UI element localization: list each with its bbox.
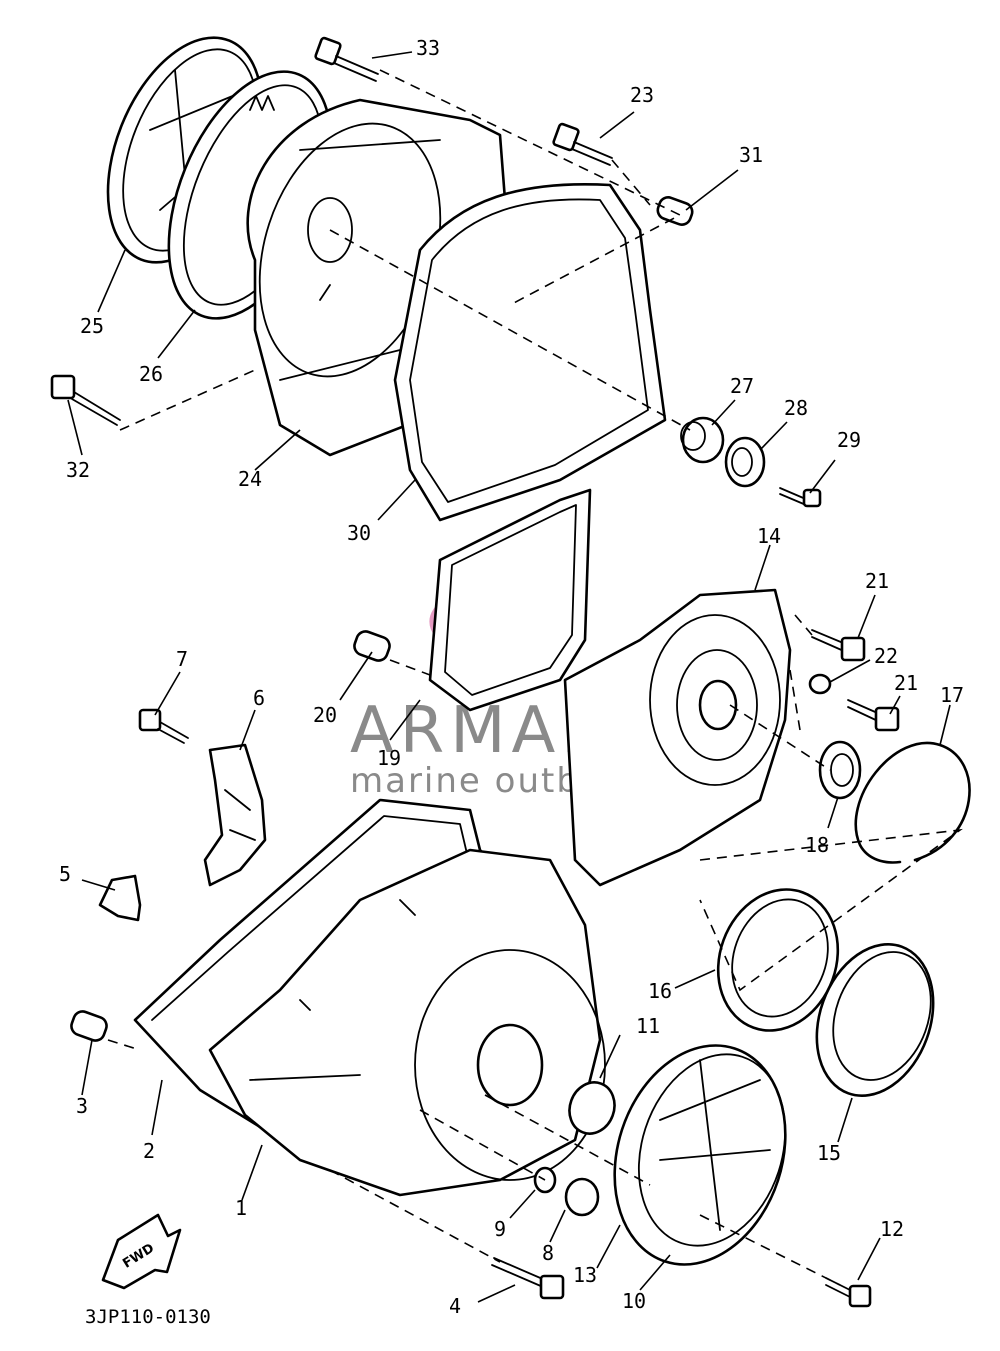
callout-17: 17 xyxy=(940,683,964,707)
part-7-bolt xyxy=(138,708,189,744)
callout-22: 22 xyxy=(874,644,898,668)
callout-20: 20 xyxy=(313,703,337,727)
part-31-dowel xyxy=(656,196,694,226)
callout-25: 25 xyxy=(80,314,104,338)
callout-21-upper: 21 xyxy=(865,569,889,593)
callout-32: 32 xyxy=(66,458,90,482)
callout-26: 26 xyxy=(139,362,163,386)
callout-14: 14 xyxy=(757,524,781,548)
part-15-cap xyxy=(815,943,935,1097)
callout-11: 11 xyxy=(636,1014,660,1038)
callout-12: 12 xyxy=(880,1217,904,1241)
callout-4: 4 xyxy=(449,1294,461,1318)
callout-21-lower: 21 xyxy=(894,671,918,695)
part-29-screw xyxy=(779,487,822,508)
callout-28: 28 xyxy=(784,396,808,420)
callout-8: 8 xyxy=(542,1241,554,1265)
part-10-cover xyxy=(613,1044,787,1266)
part-28-oil-seal xyxy=(724,436,766,488)
callout-1: 1 xyxy=(235,1196,247,1220)
part-20-dowel xyxy=(353,630,391,662)
callout-24: 24 xyxy=(238,467,262,491)
assembly-lines xyxy=(107,69,963,1286)
callout-29: 29 xyxy=(837,428,861,452)
part-12-bolt xyxy=(825,1277,872,1308)
callout-6: 6 xyxy=(253,686,265,710)
leader-lines xyxy=(67,51,951,1303)
callout-15: 15 xyxy=(817,1141,841,1165)
part-4-bolt xyxy=(491,1257,565,1300)
part-32-bolt xyxy=(50,374,121,426)
callout-10: 10 xyxy=(622,1289,646,1313)
part-5-clip xyxy=(98,874,142,922)
callout-27: 27 xyxy=(730,374,754,398)
callout-30: 30 xyxy=(347,521,371,545)
callout-7: 7 xyxy=(176,647,188,671)
callout-5: 5 xyxy=(59,862,71,886)
callout-9: 9 xyxy=(494,1217,506,1241)
part-22-o-ring xyxy=(808,673,832,695)
fwd-arrow-icon: FWD xyxy=(101,1213,182,1290)
callout-labels: 1 2 3 4 5 6 7 8 9 10 11 12 13 14 15 16 1… xyxy=(59,36,964,1318)
part-33-bolt xyxy=(314,36,379,82)
part-17-circlip xyxy=(854,741,971,864)
part-27-seal xyxy=(680,416,725,464)
callout-2: 2 xyxy=(143,1139,155,1163)
part-6-bracket xyxy=(203,743,267,887)
part-23-bolt xyxy=(552,122,613,166)
part-21-bolt-lower xyxy=(847,699,900,732)
callout-3: 3 xyxy=(76,1094,88,1118)
callout-13: 13 xyxy=(573,1263,597,1287)
part-19-gasket xyxy=(428,488,592,712)
callout-16: 16 xyxy=(648,979,672,1003)
callout-19: 19 xyxy=(377,746,401,770)
callout-23: 23 xyxy=(630,83,654,107)
part-11-o-ring xyxy=(568,1081,616,1135)
part-1-crankcase-cover xyxy=(208,848,606,1197)
part-14-cover xyxy=(563,588,792,887)
part-18-bearing-seal xyxy=(818,740,862,800)
part-30-gasket xyxy=(393,183,667,522)
part-3-dowel xyxy=(70,1010,108,1042)
callout-18: 18 xyxy=(805,833,829,857)
callout-31: 31 xyxy=(739,143,763,167)
part-21-bolt-upper xyxy=(811,629,866,662)
callout-33: 33 xyxy=(416,36,440,60)
diagram-code: 3JP110-0130 xyxy=(85,1306,211,1328)
part-8-plug xyxy=(564,1177,600,1217)
